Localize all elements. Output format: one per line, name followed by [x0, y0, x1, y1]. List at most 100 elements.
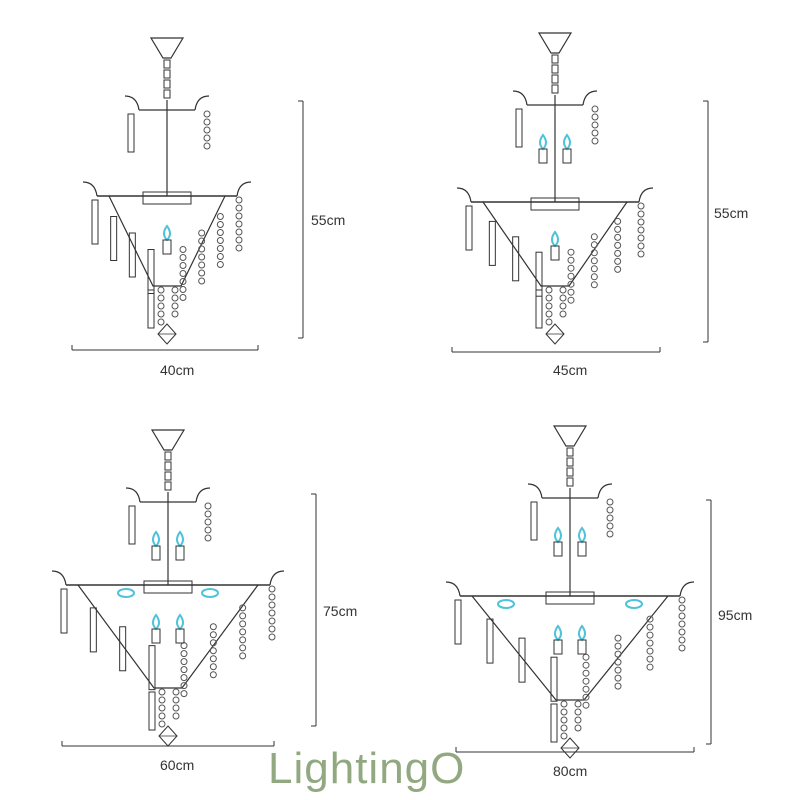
crystal-bead: [239, 620, 247, 628]
crystal-bead: [216, 221, 224, 228]
socket-housing: [143, 580, 193, 594]
crystal-bead: [204, 526, 212, 534]
chain-link: [551, 54, 559, 64]
crystal-bead: [678, 636, 686, 644]
crystal-bead: [614, 233, 622, 241]
crystal-bead: [678, 620, 686, 628]
crystal-bead: [203, 134, 211, 142]
crystal-bead: [560, 724, 568, 732]
crystal-bead: [198, 229, 206, 237]
arm-hook: [512, 90, 528, 106]
crystal-bead: [591, 105, 599, 113]
crystal-bead: [179, 270, 187, 277]
funnel-frame: [108, 195, 226, 287]
crystal-bead: [157, 310, 165, 318]
crystal-bead: [559, 294, 567, 302]
crystal-bead: [559, 310, 567, 318]
crystal-ball: [157, 323, 177, 345]
crystal-bead: [560, 716, 568, 724]
crystal-bead: [614, 265, 622, 273]
crystal-bead: [614, 666, 622, 674]
crystal-bead: [574, 700, 582, 708]
arm-hook: [456, 187, 472, 203]
prism-drop: [454, 599, 462, 645]
crystal-ball: [560, 737, 580, 759]
crystal-bead: [545, 302, 553, 310]
crystal-bead: [179, 286, 187, 293]
crystal-bead: [545, 286, 553, 294]
crystal-bead: [591, 137, 599, 145]
crystal-bead: [172, 696, 180, 704]
crystal-bead: [614, 674, 622, 682]
candle-bulb: [163, 224, 171, 242]
crystal-bead: [198, 237, 206, 245]
crystal-bead: [545, 294, 553, 302]
crystal-bead: [209, 671, 217, 679]
crystal-bead: [567, 256, 575, 264]
prism-drop: [147, 249, 155, 294]
crystal-bead: [209, 663, 217, 671]
crystal-bead: [216, 253, 224, 260]
crystal-bead: [172, 688, 180, 696]
crystal-bead: [567, 288, 575, 296]
candle-sleeve: [175, 628, 185, 644]
chain-link: [164, 461, 172, 471]
arm-hook: [582, 90, 598, 106]
crystal-bead: [209, 631, 217, 639]
candle-bulb: [539, 133, 547, 151]
crystal-bead: [574, 716, 582, 724]
candle-bulb: [152, 613, 160, 631]
arm-hook: [269, 570, 285, 586]
crystal-bead: [157, 286, 165, 294]
crystal-bead: [268, 593, 276, 601]
crystal-bead: [216, 237, 224, 244]
crystal-bead: [582, 653, 590, 661]
crystal-bead: [591, 121, 599, 129]
crystal-bead: [171, 286, 179, 294]
arm-hook: [195, 487, 211, 503]
width-label-60: 60cm: [160, 757, 195, 773]
crystal-bead: [637, 202, 645, 210]
crystal-bead: [567, 296, 575, 304]
crystal-bead: [198, 253, 206, 261]
crystal-bead: [614, 241, 622, 249]
crystal-bead: [179, 278, 187, 285]
crystal-bead: [235, 196, 243, 204]
crystal-bead: [268, 601, 276, 609]
crystal-bead: [209, 639, 217, 647]
crystal-bead: [646, 631, 654, 639]
prism-drop: [60, 588, 68, 634]
arm-hook: [597, 483, 613, 499]
prism-drop: [89, 607, 97, 653]
prism-drop: [148, 645, 156, 691]
crystal-bead: [239, 628, 247, 636]
chain-link: [566, 447, 574, 457]
crystal-bead: [560, 708, 568, 716]
crystal-bead: [637, 242, 645, 250]
chain-link: [164, 471, 172, 481]
crystal-bead: [180, 650, 188, 658]
prism-drop: [530, 501, 538, 541]
crystal-bead: [567, 272, 575, 280]
chain-link: [551, 64, 559, 74]
crystal-bead: [678, 644, 686, 652]
crystal-bead: [646, 639, 654, 647]
crystal-bead: [171, 294, 179, 302]
chain-link: [566, 467, 574, 477]
crystal-bead: [239, 604, 247, 612]
chandelier-40cm: [71, 37, 304, 351]
candle-sleeve: [162, 239, 172, 255]
prism-drop: [535, 289, 543, 329]
crystal-bead: [179, 262, 187, 269]
crystal-bead: [198, 245, 206, 253]
crystal-bead: [591, 129, 599, 137]
crystal-bead: [158, 720, 166, 728]
chain-link: [163, 69, 171, 79]
crystal-bead: [582, 669, 590, 677]
prism-drop: [148, 691, 156, 731]
prism-drop: [486, 618, 494, 664]
prism-drop: [550, 656, 558, 702]
candle-bulb: [578, 526, 586, 544]
crystal-bead: [614, 658, 622, 666]
